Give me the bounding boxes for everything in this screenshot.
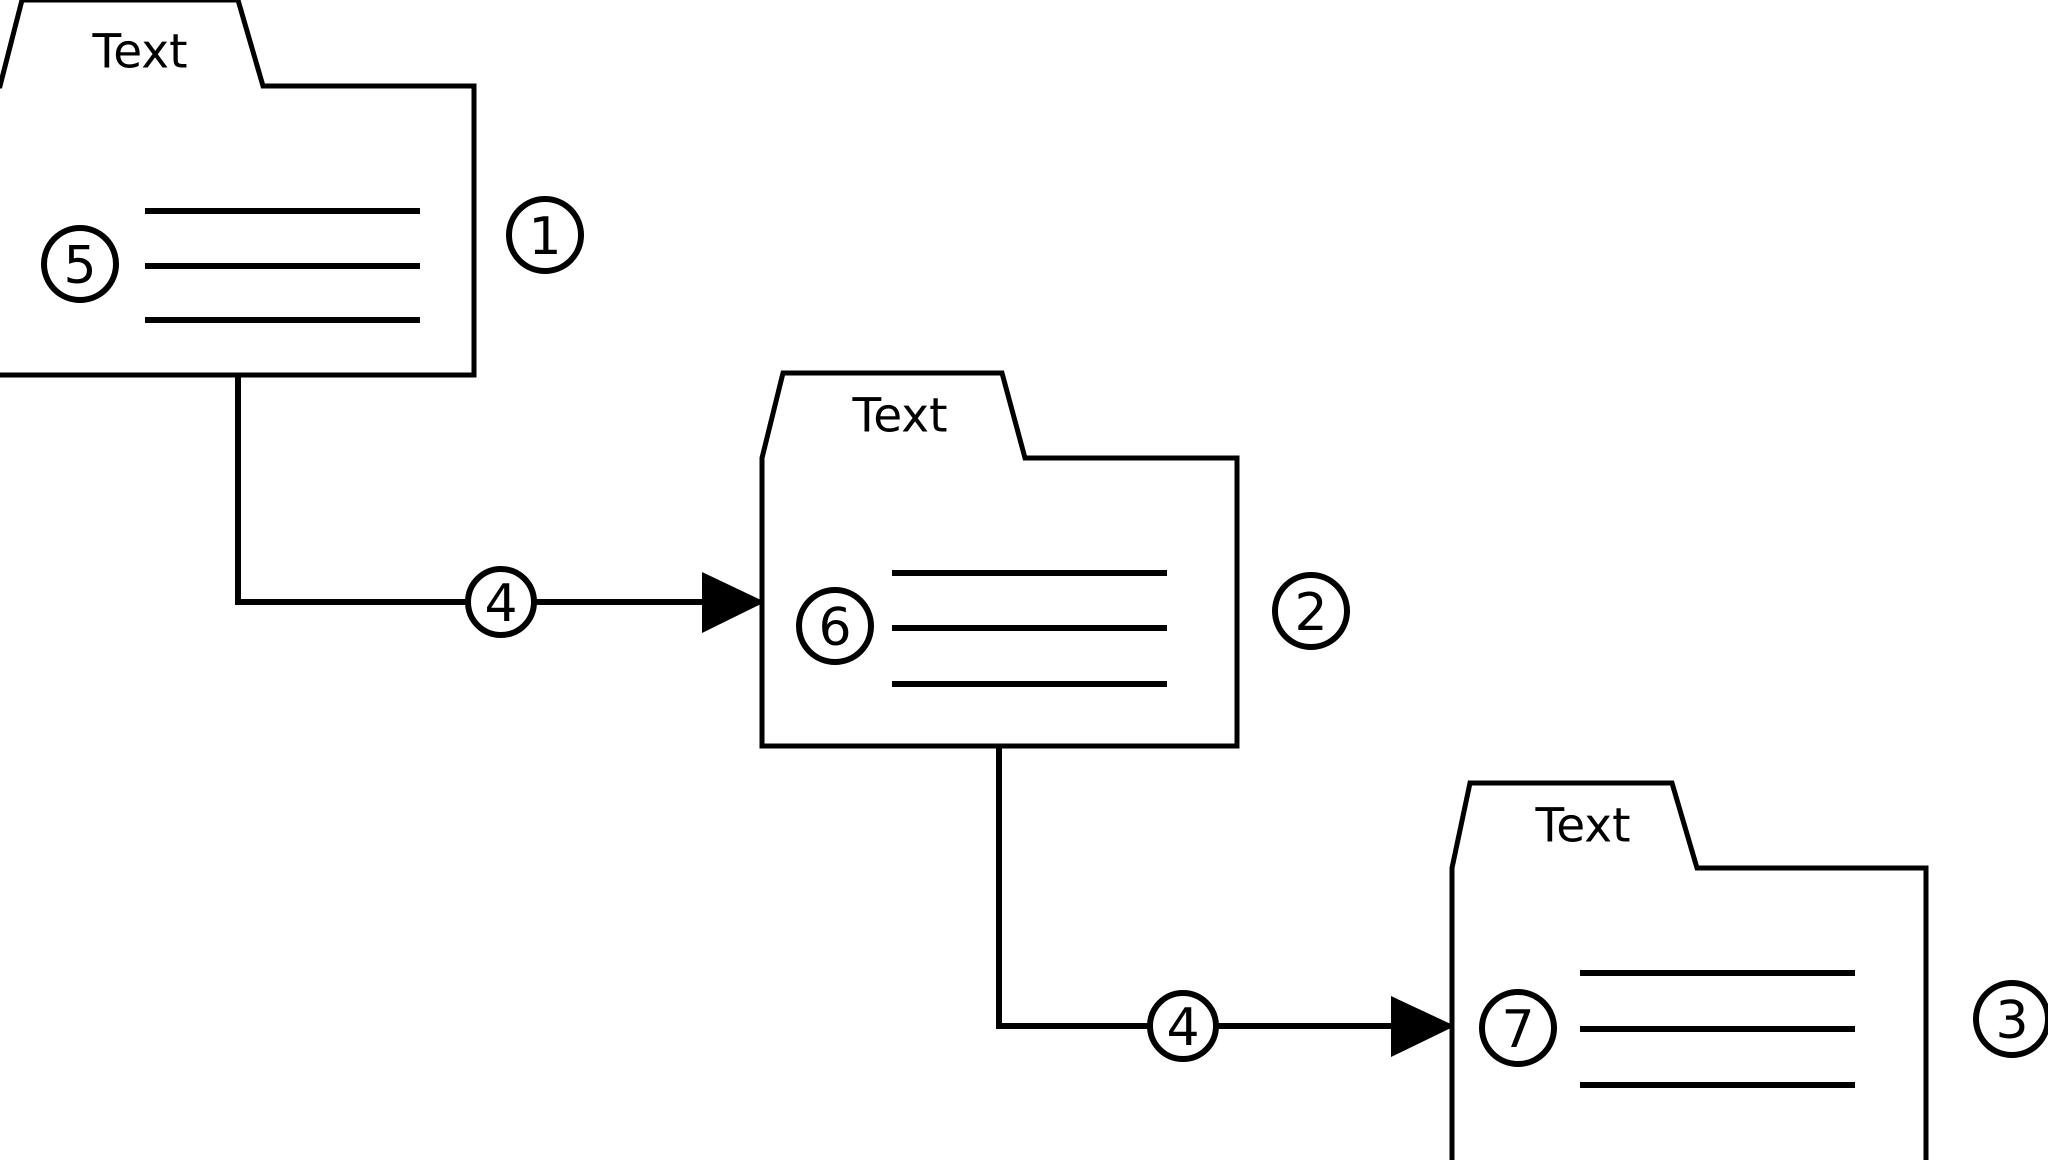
- connector-2-callout-circle[interactable]: [1147, 990, 1219, 1062]
- node-2-inner-callout-label: 6: [818, 598, 851, 658]
- connector-1[interactable]: 4: [235, 375, 765, 638]
- node-1-inner-callout-circle[interactable]: [41, 225, 119, 303]
- connector-2-callout-label: 4: [1166, 998, 1199, 1058]
- connector-1-callout-circle[interactable]: [465, 566, 537, 638]
- node-1[interactable]: Text 5: [0, 0, 477, 378]
- node-3-outer-callout[interactable]: 3: [1973, 980, 2048, 1058]
- node-3-outer-callout-circle[interactable]: [1973, 980, 2048, 1058]
- node-3[interactable]: Text 7: [1449, 780, 1929, 1160]
- node-2-outer-callout-circle[interactable]: [1272, 572, 1350, 650]
- connector-2-arrowhead-icon: [1391, 996, 1455, 1057]
- node-2-label: Text: [851, 389, 947, 444]
- node-1-outer-callout-label: 1: [528, 207, 561, 267]
- node-1-inner-callout-label: 5: [63, 236, 96, 296]
- connector-1-path: [235, 375, 703, 605]
- node-1-outer-callout-circle[interactable]: [506, 196, 584, 274]
- node-3-inner-callout-circle[interactable]: [1479, 989, 1557, 1067]
- node-2-outer-callout-label: 2: [1294, 583, 1327, 643]
- node-3-label: Text: [1534, 799, 1630, 854]
- node-1-outer-callout[interactable]: 1: [506, 196, 584, 274]
- node-3-inner-callout-label: 7: [1501, 1000, 1534, 1060]
- node-3-outer-callout-label: 3: [1995, 991, 2028, 1051]
- connector-2[interactable]: 4: [996, 746, 1455, 1062]
- node-2-folder-shape: [759, 370, 1240, 749]
- connector-1-callout-label: 4: [484, 574, 517, 634]
- node-1-folder-shape: [0, 0, 477, 378]
- node-2-inner-callout-circle[interactable]: [796, 587, 874, 665]
- node-1-label: Text: [91, 25, 187, 80]
- connector-2-path: [996, 746, 1392, 1029]
- node-2-outer-callout[interactable]: 2: [1272, 572, 1350, 650]
- connector-1-arrowhead-icon: [702, 572, 765, 633]
- node-2[interactable]: Text 6: [759, 370, 1240, 749]
